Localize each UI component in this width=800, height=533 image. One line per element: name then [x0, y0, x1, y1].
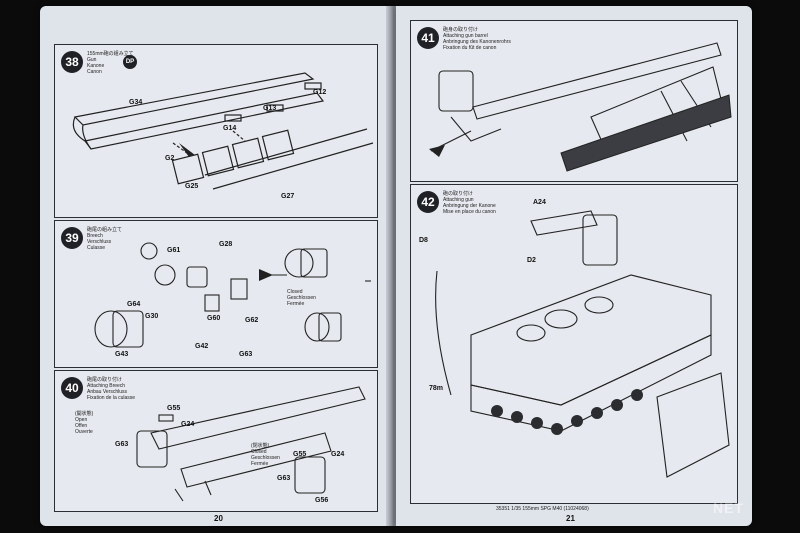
vehicle-drawing: [435, 210, 730, 478]
part-label: G24: [181, 421, 195, 428]
breech-drawing: [94, 242, 371, 348]
part-label: G63: [239, 351, 253, 358]
watermark: NET: [713, 500, 744, 516]
part-label: G42: [195, 343, 209, 350]
part-label: G64: [127, 301, 141, 308]
part-label: G25: [185, 183, 199, 190]
part-label: G43: [115, 351, 129, 358]
part-label: D2: [527, 257, 536, 264]
part-label: G12: [313, 89, 327, 96]
step-41-number: 41: [417, 27, 439, 49]
page-footer: 35351 1/35 155mm SPG M40 (11024068): [496, 506, 589, 512]
part-label: G63: [115, 441, 129, 448]
part-label: G24: [331, 451, 345, 458]
step-42-number: 42: [417, 191, 439, 213]
part-label: 78m: [429, 385, 444, 392]
barrel-mount-drawing: [429, 42, 732, 172]
step-39-number: 39: [61, 227, 83, 249]
part-label: G27: [281, 193, 295, 200]
breech-attach-drawing: [136, 386, 366, 502]
part-label: G62: [245, 317, 259, 324]
part-label: D8: [419, 237, 428, 244]
part-label: G30: [145, 313, 159, 320]
dp-badge: DP: [123, 55, 137, 69]
part-label: G56: [315, 497, 329, 504]
step-38-number: 38: [61, 51, 83, 73]
part-label: A24: [533, 199, 546, 206]
part-label: G34: [129, 99, 143, 106]
part-label: G2: [165, 155, 175, 162]
part-label: G28: [219, 241, 233, 248]
part-label: G63: [277, 475, 291, 482]
step-40-number: 40: [61, 377, 83, 399]
part-label: G55: [293, 451, 307, 458]
part-label: G14: [223, 125, 237, 132]
page-number-left: 20: [214, 514, 223, 523]
part-label: G61: [167, 247, 181, 254]
part-label: G60: [207, 315, 221, 322]
page-number-right: 21: [566, 514, 575, 523]
part-label: G13: [263, 105, 277, 112]
part-label: G55: [167, 405, 181, 412]
gun-barrel-drawing: [72, 72, 374, 190]
